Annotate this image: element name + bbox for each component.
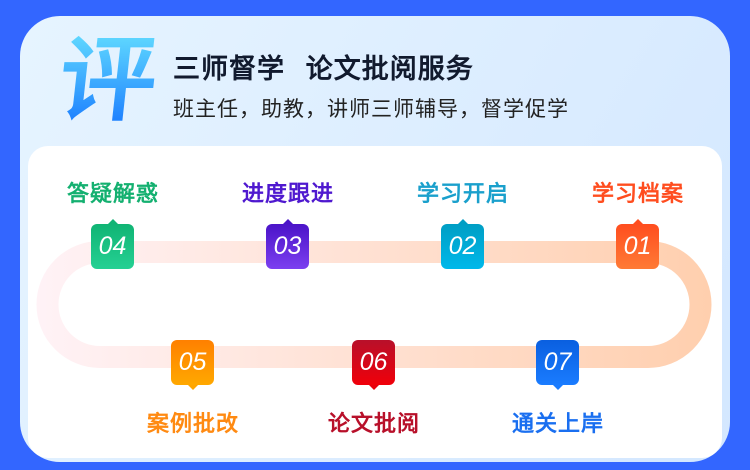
step-label-02: 学习开启 [416,182,509,207]
step-label-03: 进度跟进 [241,182,334,207]
process-panel [28,146,722,458]
step-badge-04: 04 [91,219,134,269]
step-label-07: 通关上岸 [511,412,604,437]
step-badge-05: 05 [171,340,214,390]
step-badge-06: 06 [352,340,395,390]
step-label-05: 案例批改 [146,412,239,437]
step-badge-07: 07 [536,340,579,390]
step-label-04: 答疑解惑 [66,182,159,207]
page-subtitle: 班主任，助教，讲师三师辅导，督学促学 [173,97,569,121]
step-badge-01: 01 [616,219,659,269]
step-badge-03: 03 [266,219,309,269]
step-label-06: 论文批阅 [327,412,420,437]
step-label-01: 学习档案 [591,182,684,207]
step-badge-02: 02 [441,219,484,269]
page-title: 三师督学 论文批阅服务 [173,54,474,85]
